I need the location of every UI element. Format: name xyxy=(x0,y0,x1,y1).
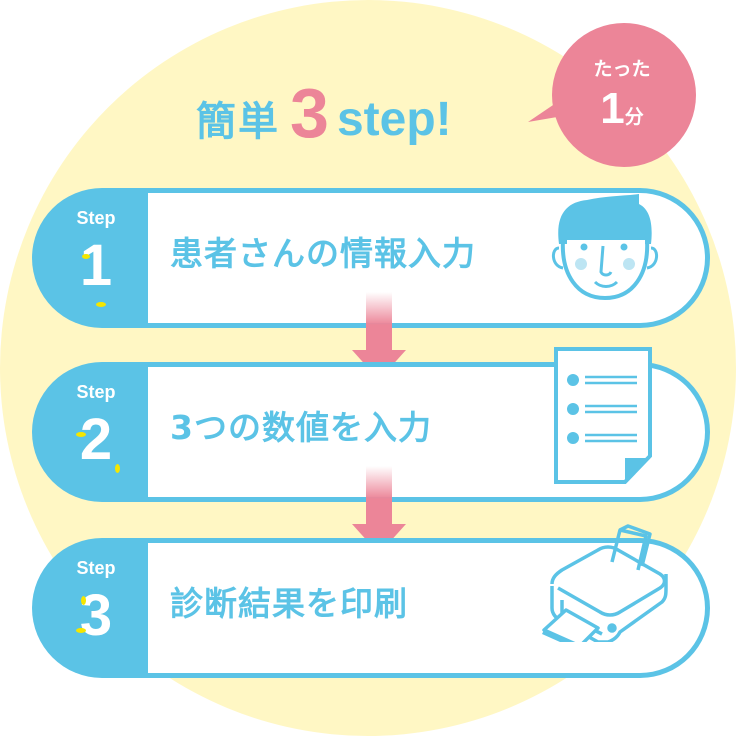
page-title: 簡単 3 step! xyxy=(196,78,452,148)
step-text: 患者さんの情報入力 xyxy=(170,234,476,273)
step-text: 3つの数値を入力 xyxy=(170,408,432,447)
title-number: 3 xyxy=(290,74,329,152)
patient-face-icon xyxy=(552,194,658,301)
step-text: 診断結果を印刷 xyxy=(170,584,408,623)
printer-icon xyxy=(542,524,668,642)
step-3-card: Step 3 診断結果を印刷 xyxy=(32,524,710,678)
decor-dot xyxy=(76,432,86,437)
speech-bubble-icon xyxy=(528,23,696,167)
decor-dot xyxy=(81,596,86,605)
badge-unit: 分 xyxy=(624,106,644,128)
step-content-box xyxy=(140,538,710,678)
decor-dot xyxy=(115,464,120,473)
step-2-card: Step 2 3つの数値を入力 xyxy=(32,347,710,502)
document-list-icon xyxy=(554,347,652,484)
badge-top-text: たった xyxy=(593,58,651,80)
step-1-card: Step 1 患者さんの情報入力 xyxy=(32,188,710,328)
title-step: step! xyxy=(336,93,452,146)
step-label: Step xyxy=(76,382,116,402)
step-label: Step xyxy=(76,208,116,228)
step-number: 2 xyxy=(79,407,113,472)
decor-dot xyxy=(82,254,90,259)
badge-number: 1 xyxy=(600,84,625,133)
time-badge: たった 1分 xyxy=(528,22,696,167)
step-label: Step xyxy=(76,558,116,578)
badge-duration: 1分 xyxy=(548,84,696,134)
title-kanji: 簡単 xyxy=(196,99,280,145)
step-number: 3 xyxy=(79,583,113,648)
step-number: 1 xyxy=(79,233,113,298)
decor-dot xyxy=(96,302,106,307)
decor-dot xyxy=(76,628,86,633)
